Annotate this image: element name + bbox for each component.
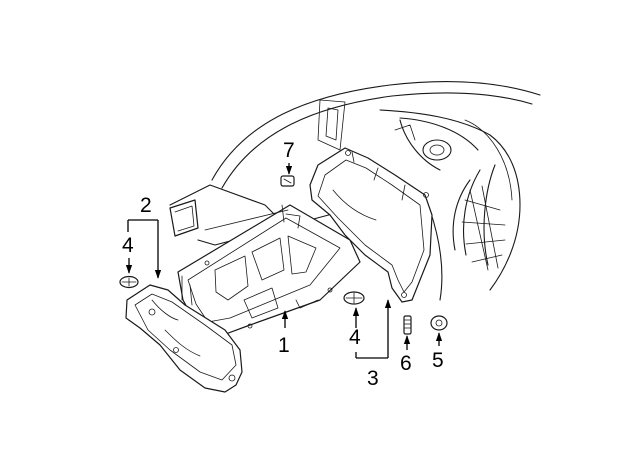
vehicle-body-outline <box>169 81 541 291</box>
bolt-fastener <box>403 315 412 335</box>
nut-fastener <box>280 175 295 187</box>
callout-4-left: 4 <box>122 234 134 257</box>
wheel-assembly <box>394 119 506 301</box>
retainer-clip-right <box>343 291 365 305</box>
callout-2: 2 <box>140 194 152 217</box>
callout-7: 7 <box>283 139 295 162</box>
push-clip-fastener <box>430 315 448 331</box>
callout-5: 5 <box>432 349 444 372</box>
retainer-clip-left <box>119 275 139 289</box>
callout-3: 3 <box>367 367 379 390</box>
leader-lines <box>125 163 443 359</box>
right-splash-shield <box>309 147 433 303</box>
callout-1: 1 <box>278 334 290 357</box>
callout-4-right: 4 <box>349 326 361 349</box>
left-lower-panel <box>125 284 243 393</box>
callout-6: 6 <box>400 352 412 375</box>
